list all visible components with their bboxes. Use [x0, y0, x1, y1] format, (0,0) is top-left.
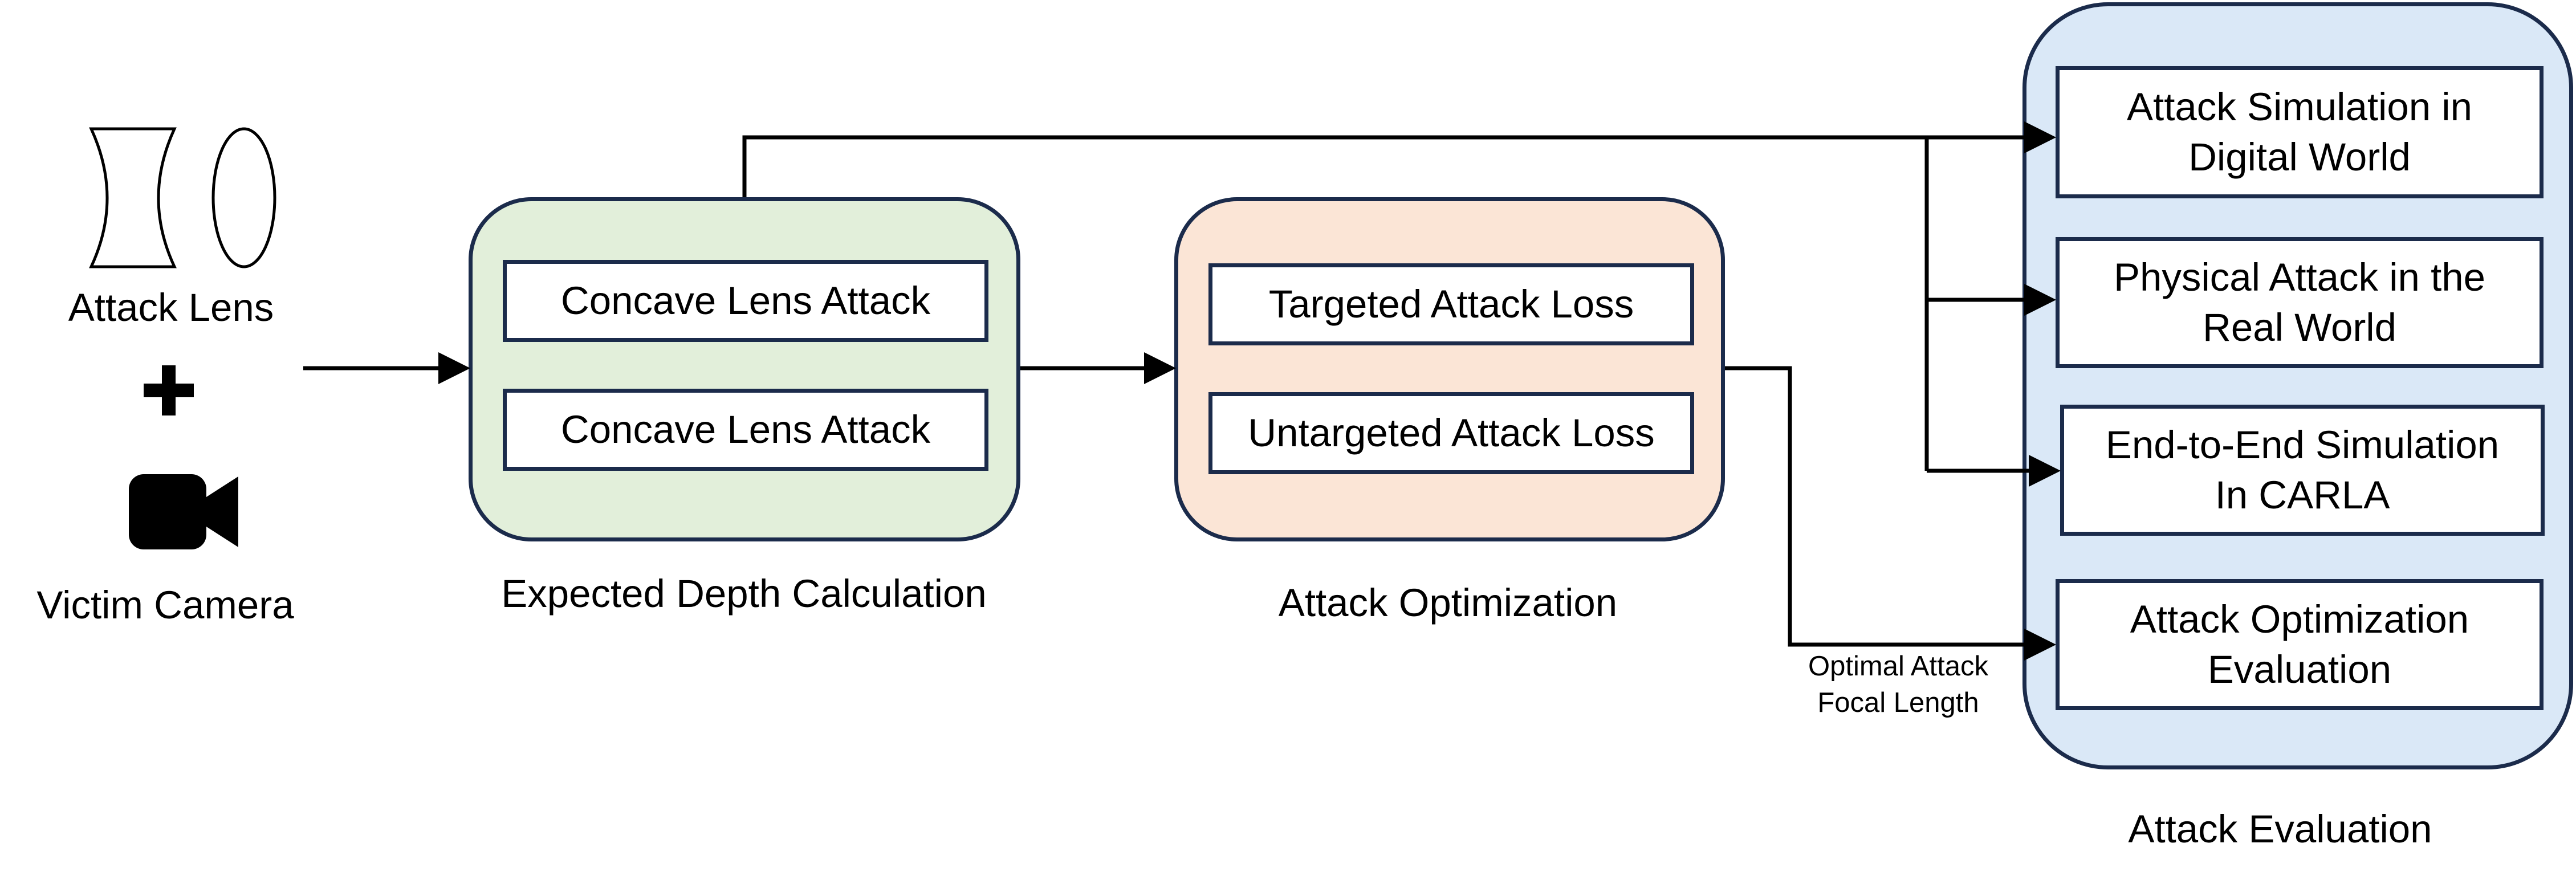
- attack-optimization-caption: Attack Optimization: [1278, 581, 1618, 625]
- carla-simulation-label: End-to-End Simulation In CARLA: [2105, 422, 2500, 517]
- untargeted-loss-label: Untargeted Attack Loss: [1248, 410, 1655, 455]
- depth-item-label: Concave Lens Attack: [560, 278, 931, 323]
- depth-item-label: Concave Lens Attack: [560, 407, 931, 451]
- victim-camera-label: Victim Camera: [36, 583, 294, 627]
- untargeted-loss-box: Untargeted Attack Loss: [1208, 392, 1694, 474]
- plus-icon: [144, 365, 194, 415]
- video-camera-icon: [129, 474, 238, 549]
- depth-to-digital-arrow: [742, 121, 2056, 197]
- optimization-to-evaluation-arrow: [1725, 366, 2056, 661]
- physical-attack-box: Physical Attack in the Real World: [2056, 237, 2544, 368]
- convex-lens-icon: [211, 127, 276, 268]
- concave-lens-icon: [89, 127, 177, 268]
- depth-item-box: Concave Lens Attack: [503, 389, 988, 471]
- digital-simulation-box: Attack Simulation in Digital World: [2056, 66, 2544, 198]
- carla-simulation-box: End-to-End Simulation In CARLA: [2060, 405, 2545, 536]
- optimization-evaluation-label: Attack Optimization Evaluation: [2130, 597, 2469, 691]
- depth-item-box: Concave Lens Attack: [503, 260, 988, 342]
- targeted-loss-box: Targeted Attack Loss: [1208, 263, 1694, 345]
- attack-lens-icon-group: [89, 127, 276, 268]
- digital-simulation-label: Attack Simulation in Digital World: [2127, 84, 2472, 179]
- attack-evaluation-caption: Attack Evaluation: [2128, 807, 2432, 851]
- depth-calculation-panel: [469, 197, 1020, 541]
- attack-lens-label: Attack Lens: [68, 286, 274, 329]
- depth-calculation-caption: Expected Depth Calculation: [501, 572, 987, 616]
- physical-attack-label: Physical Attack in the Real World: [2114, 255, 2485, 349]
- optimization-evaluation-box: Attack Optimization Evaluation: [2056, 579, 2544, 710]
- attack-optimization-panel: [1174, 197, 1725, 541]
- targeted-loss-label: Targeted Attack Loss: [1268, 282, 1634, 326]
- focal-length-edge-label: Optimal Attack Focal Length: [1808, 651, 1988, 718]
